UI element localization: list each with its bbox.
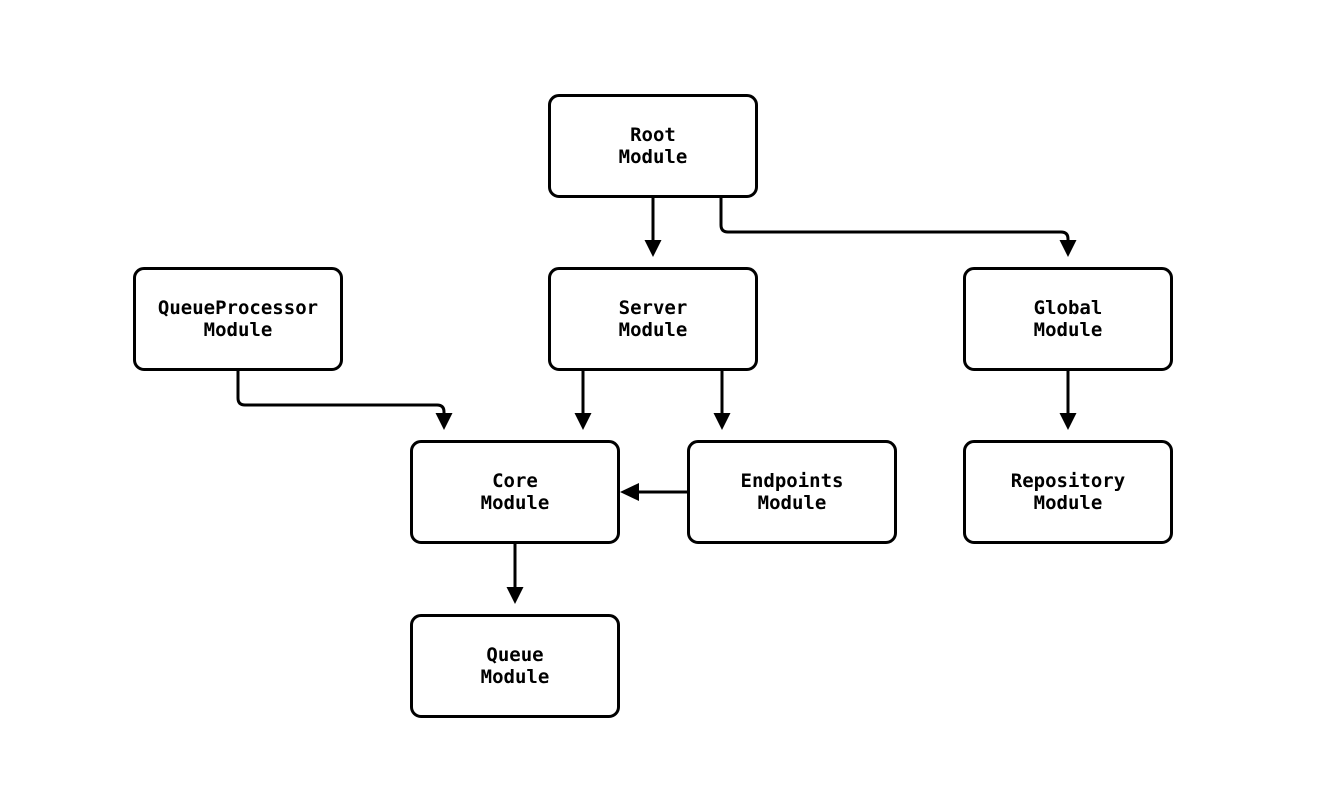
node-queue-module-label-line1: Queue — [486, 644, 544, 666]
node-repository-module[interactable]: Repository Module — [963, 440, 1173, 544]
edge-server-to-core — [574, 371, 592, 430]
edge-root-to-server — [644, 198, 662, 257]
node-repository-module-label-line2: Module — [1033, 492, 1103, 514]
node-root-module-label-line1: Root — [630, 124, 676, 146]
node-endpoints-module-label-line2: Module — [757, 492, 827, 514]
edge-queueprocessor-to-core — [236, 371, 453, 430]
node-root-module-label-line2: Module — [618, 146, 688, 168]
node-server-module[interactable]: Server Module — [548, 267, 758, 371]
node-global-module-label-line1: Global — [1033, 297, 1103, 319]
node-root-module[interactable]: Root Module — [548, 94, 758, 198]
node-queue-module-label-line2: Module — [480, 666, 550, 688]
node-queueprocessor-module[interactable]: QueueProcessor Module — [133, 267, 343, 371]
edge-core-to-queue — [506, 544, 524, 604]
node-server-module-label-line1: Server — [618, 297, 688, 319]
node-core-module-label-line2: Module — [480, 492, 550, 514]
node-queue-module[interactable]: Queue Module — [410, 614, 620, 718]
node-core-module[interactable]: Core Module — [410, 440, 620, 544]
edge-root-to-global — [719, 198, 1077, 257]
node-endpoints-module-label-line1: Endpoints — [740, 470, 844, 492]
node-queueprocessor-module-label-line1: QueueProcessor — [157, 297, 319, 319]
node-core-module-label-line1: Core — [492, 470, 538, 492]
node-endpoints-module[interactable]: Endpoints Module — [687, 440, 897, 544]
edge-global-to-repository — [1059, 371, 1077, 430]
node-global-module[interactable]: Global Module — [963, 267, 1173, 371]
node-global-module-label-line2: Module — [1033, 319, 1103, 341]
node-repository-module-label-line1: Repository — [1010, 470, 1126, 492]
edge-server-to-endpoints — [713, 371, 731, 430]
edge-endpoints-to-core — [620, 483, 687, 501]
node-queueprocessor-module-label-line2: Module — [203, 319, 273, 341]
node-server-module-label-line2: Module — [618, 319, 688, 341]
